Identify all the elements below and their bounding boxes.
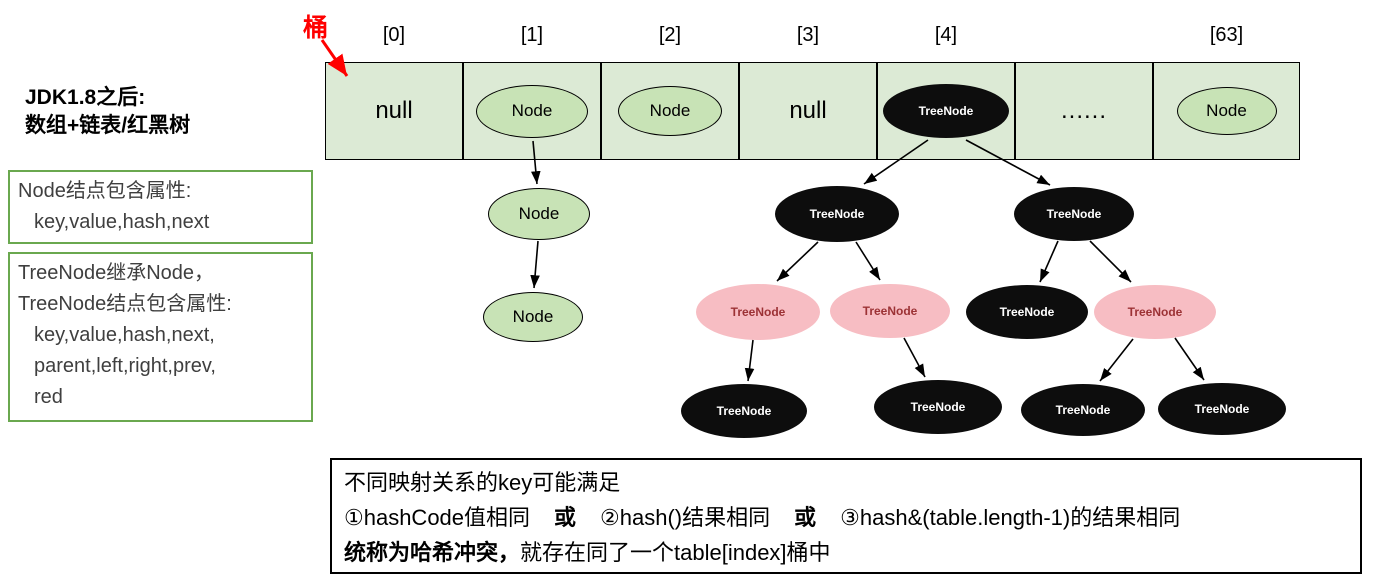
treenode-label: TreeNode	[730, 305, 786, 319]
treenode-l2-right: TreeNode	[1014, 187, 1134, 241]
node-label: Node	[512, 307, 554, 326]
null-text: null	[789, 97, 827, 124]
ellipsis-text: ......	[1060, 97, 1107, 124]
bucket-cell-5: ......	[1015, 62, 1153, 160]
treenode-label: TreeNode	[809, 207, 865, 221]
bucket-cell-1: Node	[463, 62, 601, 160]
bucket-index-label: [4]	[934, 24, 958, 46]
bucket-cell-3: null	[739, 62, 877, 160]
bucket-cell-4: TreeNode	[877, 62, 1015, 160]
arrow-l3-1-l4-1	[744, 339, 755, 382]
jdk-title: JDK1.8之后: 数组+链表/红黑树	[25, 84, 190, 140]
treenode-label: TreeNode	[910, 400, 966, 414]
jdk-title-line2: 数组+链表/红黑树	[25, 114, 191, 137]
treenode-label: TreeNode	[1055, 403, 1111, 417]
treenode-label: TreeNode	[1046, 207, 1102, 221]
treenode-label: TreeNode	[1194, 402, 1250, 416]
treenode-label: TreeNode	[716, 404, 772, 418]
node-label: Node	[649, 101, 691, 120]
treenode-l3-3-black: TreeNode	[966, 285, 1088, 339]
treenode-l4-1: TreeNode	[681, 384, 807, 438]
note-line2-part1: ①hashCode值相同	[344, 505, 531, 530]
arrow-l2right-l3-3	[1039, 240, 1059, 283]
note-line2-part2: ②hash()结果相同	[600, 505, 771, 530]
node-ellipse: Node	[1176, 87, 1277, 135]
bucket-cell-0: null	[325, 62, 463, 160]
arrow-l2right-l3-4	[1089, 240, 1132, 283]
treenode-l4-4: TreeNode	[1158, 383, 1286, 435]
treenode-l3-1-red: TreeNode	[696, 284, 820, 340]
node-label: Node	[511, 101, 553, 120]
node-attributes-line1: Node结点包含属性:	[18, 180, 192, 202]
linked-list-node-2: Node	[483, 292, 583, 342]
treenode-attributes-line5: red	[34, 386, 63, 408]
node-ellipse: Node	[476, 84, 588, 138]
jdk-title-line1: JDK1.8之后:	[25, 86, 146, 109]
arrow-l3-2-l4-2	[903, 337, 926, 378]
treenode-label: TreeNode	[862, 304, 918, 318]
note-line2-part3: ③hash&(table.length-1)的结果相同	[840, 505, 1181, 530]
bucket-index-label: [2]	[658, 24, 682, 46]
bucket-cell-2: Node	[601, 62, 739, 160]
treenode-l4-2: TreeNode	[874, 380, 1002, 434]
treenode-l3-4-red: TreeNode	[1094, 285, 1216, 339]
null-text: null	[375, 97, 413, 124]
treenode-attributes-box: TreeNode继承Node， TreeNode结点包含属性: key,valu…	[8, 252, 313, 422]
treenode-label: TreeNode	[918, 104, 974, 118]
treenode-l3-2-red: TreeNode	[830, 284, 950, 338]
note-line1: 不同映射关系的key可能满足	[344, 470, 621, 495]
treenode-attributes-line2: TreeNode结点包含属性:	[18, 293, 232, 315]
treenode-label: TreeNode	[1127, 305, 1183, 319]
linked-list-node-1: Node	[488, 188, 590, 240]
bucket-index-label: [1]	[520, 24, 544, 46]
bucket-label: 桶	[303, 14, 329, 42]
node-ellipse: Node	[618, 86, 722, 136]
node-attributes-line2: key,value,hash,next	[34, 211, 210, 233]
node-label: Node	[1206, 101, 1247, 120]
arrow-l2left-l3-2	[855, 241, 881, 281]
arrow-l3-4-l4-3	[1099, 338, 1134, 382]
treenode-label: TreeNode	[999, 305, 1055, 319]
node-label: Node	[518, 204, 560, 223]
arrow-l3-4-l4-4	[1174, 337, 1205, 381]
treenode-root-ellipse: TreeNode	[883, 84, 1009, 138]
treenode-attributes-line1: TreeNode继承Node，	[18, 262, 215, 284]
note-line3: 统称为哈希冲突，就存在同了一个table[index]桶中	[344, 535, 1348, 570]
bucket-cell-6: Node	[1153, 62, 1300, 160]
bucket-index-label: [63]	[1209, 24, 1244, 46]
note-line2-or1: 或	[554, 505, 577, 530]
note-line2-or2: 或	[794, 505, 817, 530]
bucket-index-label: [0]	[382, 24, 406, 46]
arrow-l2left-l3-1	[776, 241, 819, 282]
bucket-index-label: [3]	[796, 24, 820, 46]
note-line3-rest: 就存在同了一个table[index]桶中	[520, 540, 831, 565]
arrow-list-2	[530, 240, 540, 289]
treenode-l4-3: TreeNode	[1021, 384, 1145, 436]
treenode-attributes-line3: key,value,hash,next,	[34, 324, 215, 346]
note-line3-bold: 统称为哈希冲突，	[344, 540, 521, 565]
node-attributes-box: Node结点包含属性: key,value,hash,next	[8, 170, 313, 244]
treenode-attributes-line4: parent,left,right,prev,	[34, 355, 216, 377]
treenode-l2-left: TreeNode	[775, 186, 899, 242]
